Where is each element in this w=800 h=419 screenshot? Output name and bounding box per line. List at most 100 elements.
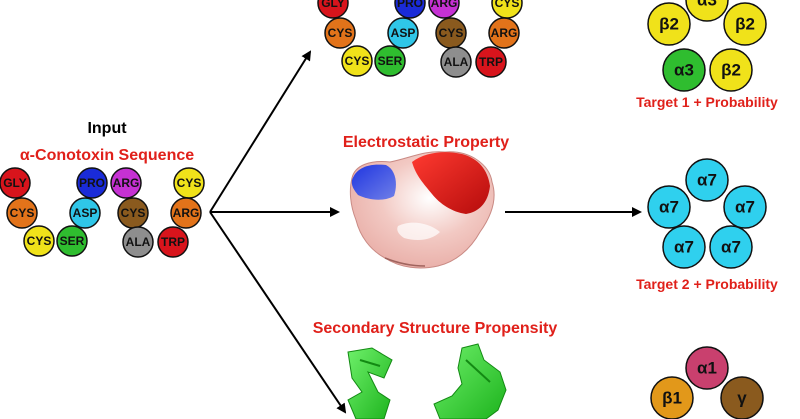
target2-subunit-0-label: α7 (697, 171, 717, 190)
input-residue-arg-7-circle (170, 197, 202, 229)
electrostatic-title: Electrostatic Property (343, 134, 509, 151)
top-residue-arg-7-label: ARG (491, 26, 518, 40)
target1-subunit-1-label: β2 (659, 15, 679, 34)
target1-subunit-3: α3 (662, 48, 706, 92)
target2-subunit-1-circle (647, 185, 691, 229)
top-residue-gly-0: GLY (317, 0, 349, 19)
input-residue-ser-9: SER (56, 225, 88, 257)
input-residue-pro-1: PRO (76, 167, 108, 199)
input-residue-trp-11-circle (157, 226, 189, 258)
input-residue-cys-4-label: CYS (10, 206, 35, 220)
top-residue-cys-4-label: CYS (328, 26, 353, 40)
top-residue-cys-6: CYS (435, 17, 467, 49)
top-residue-asp-5: ASP (387, 17, 419, 49)
top-residue-gly-0-label: GLY (321, 0, 345, 10)
target3-subunit-2-label: γ (737, 389, 747, 408)
target3-subunit-1-label: β1 (662, 389, 682, 408)
input-residue-cys-4: CYS (6, 197, 38, 229)
target3-receptor: α1 β1 γ (650, 346, 764, 419)
target2-subunit-4: α7 (709, 225, 753, 269)
input-residue-cys-4-circle (6, 197, 38, 229)
input-residue-cys-6-label: CYS (121, 206, 146, 220)
top-residue-ala-10-label: ALA (444, 55, 469, 69)
input-residue-asp-5: ASP (69, 197, 101, 229)
top-residue-arg-7: ARG (488, 17, 520, 49)
input-residue-ala-10-circle (122, 226, 154, 258)
top-residue-ala-10: ALA (440, 46, 472, 78)
target3-subunit-0-label: α1 (697, 359, 717, 378)
electrostatic-surface-image (349, 151, 495, 269)
target3-subunit-2-circle (720, 376, 764, 419)
top-residue-trp-11-label: TRP (479, 55, 503, 69)
helix-structure-image-left (347, 347, 393, 419)
target2-label: Target 2 + Probability (636, 276, 778, 292)
target3-subunit-0-circle (685, 346, 729, 390)
input-residue-gly-0: GLY (0, 167, 31, 199)
top-residue-pro-1: PRO (394, 0, 426, 19)
input-residue-ala-10: ALA (122, 226, 154, 258)
top-residue-ser-9-circle (374, 45, 406, 77)
target2-subunit-4-circle (709, 225, 753, 269)
top-residue-gly-0-circle (317, 0, 349, 19)
top-residue-asp-5-circle (387, 17, 419, 49)
target2-subunit-2-circle (723, 185, 767, 229)
target3-subunit-0: α1 (685, 346, 729, 390)
input-residue-trp-11-label: TRP (161, 235, 185, 249)
input-residue-cys-3-label: CYS (177, 176, 202, 190)
top-residue-arg-7-circle (488, 17, 520, 49)
target1-subunit-3-label: α3 (674, 61, 694, 80)
target1-subunit-1: β2 (647, 2, 691, 46)
input-residue-cys-8: CYS (23, 225, 55, 257)
top-residue-arg-2: ARG (428, 0, 460, 19)
top-residue-arg-2-label: ARG (431, 0, 458, 10)
input-residue-asp-5-circle (69, 197, 101, 229)
target2-subunit-3: α7 (662, 225, 706, 269)
input-residue-arg-7-label: ARG (173, 206, 200, 220)
input-residue-cys-6: CYS (117, 197, 149, 229)
target3-subunit-1-circle (650, 376, 694, 419)
input-residue-arg-2: ARG (110, 167, 142, 199)
arrow-to-secondary-structure (209, 211, 347, 414)
helix-structure-image-right (433, 343, 507, 419)
input-residue-arg-7: ARG (170, 197, 202, 229)
input-residue-ala-10-label: ALA (126, 235, 151, 249)
top-residue-cys-4: CYS (324, 17, 356, 49)
target2-subunit-1: α7 (647, 185, 691, 229)
input-residue-ser-9-circle (56, 225, 88, 257)
top-residue-trp-11-circle (475, 46, 507, 78)
target2-subunit-3-circle (662, 225, 706, 269)
input-residue-gly-0-circle (0, 167, 31, 199)
top-residue-cys-3: CYS (491, 0, 523, 19)
target1-subunit-2-label: β2 (735, 15, 755, 34)
input-residue-ser-9-label: SER (60, 234, 85, 248)
target1-subunit-4-circle (709, 48, 753, 92)
target3-subunit-2: γ (720, 376, 764, 419)
top-residue-cys-8: CYS (341, 45, 373, 77)
target1-subunit-2-circle (723, 2, 767, 46)
arrow-to-sequence-feature (209, 50, 312, 213)
input-sequence-title: α-Conotoxin Sequence (20, 147, 194, 164)
target2-subunit-0-circle (685, 158, 729, 202)
secondary-structure-title: Secondary Structure Propensity (313, 320, 558, 337)
top-residue-arg-2-circle (428, 0, 460, 19)
input-residue-group: GLY PRO ARG CYS CYS ASP CYS ARG CYS SER ALA TRP (0, 167, 205, 258)
input-residue-pro-1-circle (76, 167, 108, 199)
flow-arrows (209, 50, 642, 414)
top-residue-cys-3-label: CYS (495, 0, 520, 10)
target1-subunit-0: α3 (685, 0, 729, 22)
target1-label: Target 1 + Probability (636, 94, 778, 110)
input-residue-gly-0-label: GLY (3, 176, 27, 190)
target1-subunit-0-circle (685, 0, 729, 22)
input-residue-pro-1-label: PRO (79, 176, 105, 190)
target1-subunit-2: β2 (723, 2, 767, 46)
input-residue-cys-8-label: CYS (27, 234, 52, 248)
top-residue-pro-1-label: PRO (397, 0, 423, 10)
target1-subunit-0-label: α3 (697, 0, 717, 10)
input-residue-trp-11: TRP (157, 226, 189, 258)
input-residue-arg-2-circle (110, 167, 142, 199)
target2-subunit-2: α7 (723, 185, 767, 229)
